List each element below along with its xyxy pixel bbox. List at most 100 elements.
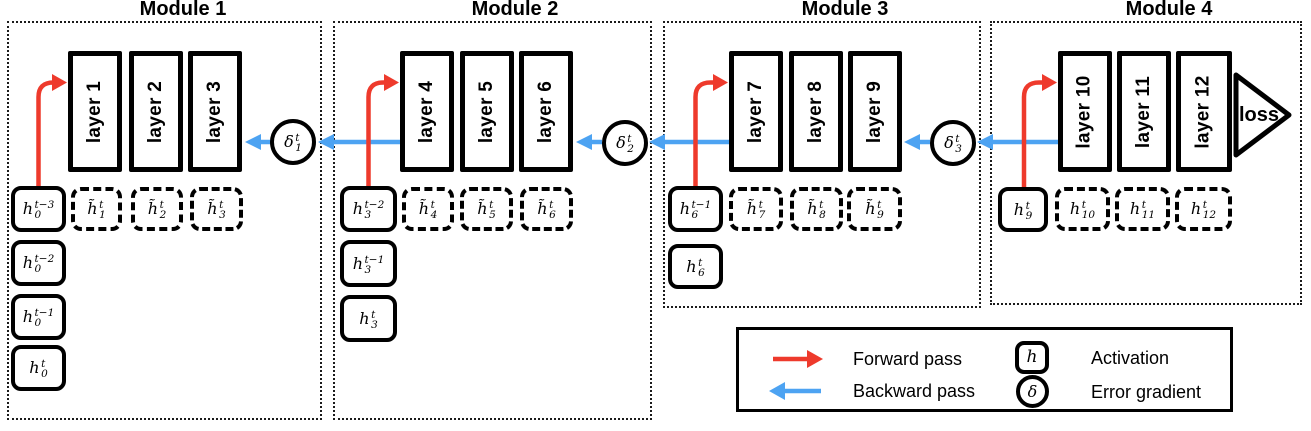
delta3-sub: 3 xyxy=(955,143,962,155)
layer-7-label: layer 7 xyxy=(745,80,767,143)
math-sup: t xyxy=(549,199,554,211)
math-sup: t xyxy=(1202,199,1207,211)
math-sup: t xyxy=(1081,199,1086,211)
math-sup: t xyxy=(877,199,882,211)
math-base: h̃ xyxy=(418,199,430,218)
layer-8-label: layer 8 xyxy=(805,80,827,143)
math-sup: t−2 xyxy=(34,253,55,265)
forward-pass-label: Forward pass xyxy=(853,349,963,369)
math-base: h xyxy=(352,199,364,218)
layer-1-label: layer 1 xyxy=(84,80,106,143)
math-base: h xyxy=(22,307,34,326)
math-sub: 0 xyxy=(34,209,42,221)
math-base: h̃ xyxy=(147,199,159,218)
math-sup: t xyxy=(698,256,703,269)
math-sup: t xyxy=(430,199,435,211)
layer-6-box: layer 6 xyxy=(519,51,573,172)
math-base: h̃ xyxy=(87,199,98,218)
layer-9-box: layer 9 xyxy=(848,51,902,172)
math-sub: 6 xyxy=(698,266,705,279)
error-gradient-symbol-circle: δ xyxy=(1016,375,1049,408)
delta1-symbol: δ xyxy=(284,132,294,151)
math-base: h xyxy=(29,358,40,377)
math-sub: 0 xyxy=(34,317,42,329)
math-sub: 7 xyxy=(758,209,766,221)
module-1-title: Module 1 xyxy=(139,0,227,20)
delta3-sup: t xyxy=(955,133,960,145)
math-base: h xyxy=(1129,199,1141,218)
math-sub: 11 xyxy=(1141,209,1156,221)
layer-2-box: layer 2 xyxy=(129,51,183,172)
math-sup: t xyxy=(1141,199,1146,211)
layer-10-box: layer 10 xyxy=(1058,51,1112,172)
layer-12-box: layer 12 xyxy=(1176,51,1232,172)
layer-7-box: layer 7 xyxy=(729,51,783,172)
loss-label: loss xyxy=(1238,104,1280,126)
layer-9-label: layer 9 xyxy=(864,80,886,143)
math-sup: t−1 xyxy=(364,253,385,266)
math-sub: 9 xyxy=(877,209,884,221)
math-sub: 5 xyxy=(489,209,496,221)
activation-symbol-box: h xyxy=(1015,341,1049,374)
module-4-title: Module 4 xyxy=(1125,0,1213,20)
delta2-symbol: δ xyxy=(616,133,626,152)
math-sup: t−1 xyxy=(691,199,712,211)
math-base: h xyxy=(22,253,34,272)
legend-box: Forward pass Backward pass h δ Activatio… xyxy=(736,327,1233,412)
layer-3-box: layer 3 xyxy=(188,51,242,172)
h-symbol: h xyxy=(1026,347,1038,367)
math-sub: 8 xyxy=(819,209,826,221)
layer-5-box: layer 5 xyxy=(460,51,514,172)
math-sup: t xyxy=(758,199,763,211)
delta3-symbol: δ xyxy=(944,133,954,152)
legend-arrows xyxy=(769,350,823,400)
backward-arrowhead-legend xyxy=(769,382,785,400)
math-sup: t−2 xyxy=(364,199,385,211)
math-sub: 3 xyxy=(364,209,372,221)
math-sub: 1 xyxy=(99,209,106,221)
activation-label: Activation xyxy=(1091,348,1170,368)
math-base: h̃ xyxy=(807,199,818,218)
math-base: h xyxy=(352,253,364,273)
layer-4-label: layer 4 xyxy=(416,80,438,143)
math-base: h xyxy=(686,256,697,276)
math-sup: t xyxy=(219,199,224,211)
math-base: h xyxy=(359,308,370,328)
math-base: h̃ xyxy=(207,199,218,218)
error-gradient-label: Error gradient xyxy=(1091,382,1202,402)
layer-11-box: layer 11 xyxy=(1117,51,1171,172)
math-sub: 10 xyxy=(1081,209,1096,221)
layer-4-box: layer 4 xyxy=(400,51,454,172)
layer-5-label: layer 5 xyxy=(476,80,498,143)
math-base: h xyxy=(1069,199,1081,218)
module-3-frame xyxy=(663,21,981,308)
delta1-sub: 1 xyxy=(295,142,302,154)
math-sub: 3 xyxy=(364,263,372,276)
module-1-frame xyxy=(7,21,322,420)
layer-6-label: layer 6 xyxy=(535,80,557,143)
module-3-title: Module 3 xyxy=(801,0,889,20)
math-sub: 6 xyxy=(691,209,699,221)
module-2-frame xyxy=(333,21,652,420)
layer-8-box: layer 8 xyxy=(789,51,843,172)
math-sub: 3 xyxy=(371,318,378,331)
layer-3-label: layer 3 xyxy=(204,80,226,143)
delta-symbol: δ xyxy=(1027,381,1038,401)
layer-12-label: layer 12 xyxy=(1193,74,1214,149)
delta1-sup: t xyxy=(295,132,300,144)
